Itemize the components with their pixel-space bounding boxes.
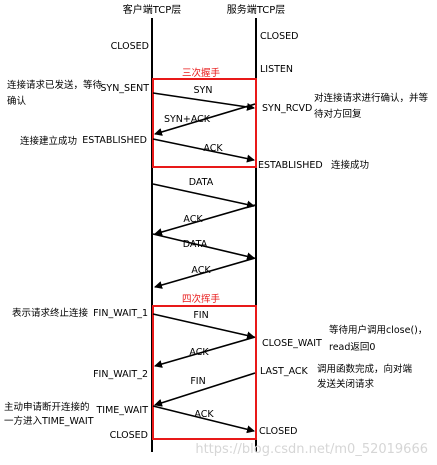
- wave-box: [152, 305, 257, 440]
- client-state-closed-top: CLOSED: [111, 41, 149, 52]
- server-state-closed-bottom: CLOSED: [259, 426, 297, 437]
- note-server-established: 连接成功: [331, 159, 369, 171]
- server-state-syn-rcvd: SYN_RCVD: [262, 103, 312, 114]
- server-state-established: ESTABLISHED: [258, 160, 323, 171]
- ack-label-4: ACK: [189, 347, 209, 358]
- fin-label-1: FIN: [193, 310, 208, 321]
- client-state-fin-wait-1: FIN_WAIT_1: [93, 308, 148, 319]
- syn-ack-arrow: [154, 103, 256, 136]
- note-last-ack-line2: 发送关闭请求: [317, 378, 375, 390]
- fin-label-2: FIN: [190, 376, 205, 387]
- ack-arrow-1: [152, 138, 255, 163]
- fin-arrow-2: [154, 372, 256, 407]
- client-state-closed-bottom: CLOSED: [110, 430, 148, 441]
- ack-label-3: ACK: [191, 265, 211, 276]
- syn-arrow: [152, 92, 255, 111]
- server-state-last-ack: LAST_ACK: [260, 366, 309, 377]
- server-state-close-wait: CLOSE_WAIT: [262, 338, 322, 349]
- handshake-box: [152, 78, 257, 168]
- ack-arrow-2: [154, 204, 256, 236]
- client-header: 客户端TCP层: [123, 3, 182, 16]
- wave-label: 四次挥手: [182, 293, 221, 305]
- note-close-wait-line1: 等待用户调用close()，: [329, 324, 427, 336]
- handshake-label: 三次握手: [182, 67, 221, 79]
- server-header: 服务端TCP层: [227, 3, 286, 16]
- syn-label: SYN: [194, 85, 213, 96]
- data-label-1: DATA: [189, 177, 214, 188]
- server-state-listen: LISTEN: [260, 64, 293, 75]
- note-syn-sent-line1: 连接请求已发送，等待: [7, 79, 103, 91]
- ack-label-5: ACK: [194, 409, 214, 420]
- client-state-established: ESTABLISHED: [82, 135, 147, 146]
- watermark-text: https://blog.csdn.net/m0_52019666: [195, 442, 428, 457]
- data-arrow-1: [152, 183, 255, 209]
- note-fin-request: 表示请求终止连接: [12, 307, 89, 319]
- note-time-wait-line2: 一方进入TIME_WAIT: [4, 415, 94, 427]
- note-time-wait-line1: 主动申请断开连接的: [4, 401, 90, 413]
- ack-arrow-4: [154, 336, 256, 368]
- note-syn-sent-line2: 确认: [7, 95, 27, 107]
- client-state-fin-wait-2: FIN_WAIT_2: [93, 369, 148, 380]
- fin-arrow-1: [152, 313, 255, 340]
- note-client-established: 连接建立成功: [20, 135, 77, 147]
- ack-arrow-5: [152, 405, 255, 434]
- note-syn-rcvd-line2: 待对方回复: [314, 108, 362, 120]
- ack-arrow-3: [154, 257, 256, 289]
- note-syn-rcvd-line1: 对连接请求进行确认，并等: [314, 92, 429, 104]
- syn-ack-label: SYN+ACK: [164, 114, 211, 125]
- server-state-closed-top: CLOSED: [260, 31, 298, 42]
- ack-label-1: ACK: [203, 143, 223, 154]
- note-last-ack-line1: 调用函数完成，向对端: [317, 363, 413, 375]
- ack-label-2: ACK: [183, 214, 203, 225]
- client-state-time-wait: TIME_WAIT: [95, 405, 148, 416]
- client-state-syn-sent: SYN_SENT: [100, 83, 149, 94]
- data-arrow-2: [152, 233, 255, 261]
- note-close-wait-line2: read返回0: [329, 341, 375, 353]
- data-label-2: DATA: [183, 239, 208, 250]
